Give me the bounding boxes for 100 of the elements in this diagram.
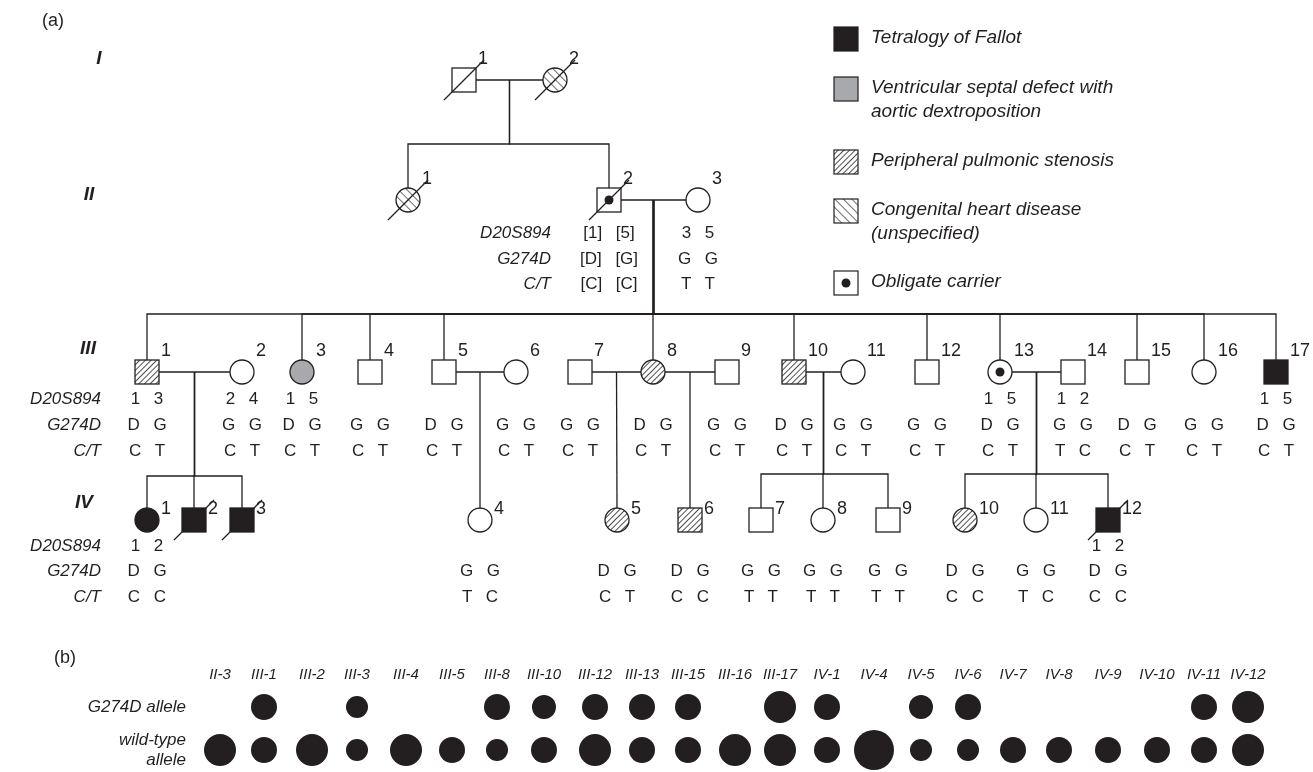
marker-label: G274D	[47, 415, 101, 435]
individual-number: 2	[623, 168, 633, 188]
individual-number: 5	[458, 340, 468, 360]
marker-label: D20S894	[30, 536, 101, 556]
sample-label: III-17	[762, 665, 798, 683]
individual-number: 6	[704, 498, 714, 518]
genotype-text: T T	[681, 274, 715, 294]
genotype-text: G G	[349, 415, 391, 435]
genotype-text: C T	[981, 441, 1019, 461]
genotype-text: C T	[634, 441, 672, 461]
genotype-text: G G	[906, 415, 948, 435]
legend-text: Tetralogy of Fallot	[871, 25, 1023, 49]
sample-label: III-1	[251, 665, 277, 683]
sample-label: III-8	[484, 665, 510, 683]
individual-number: 2	[256, 340, 266, 360]
marker-label: C/T	[73, 587, 101, 607]
genotype-text: D G	[1088, 561, 1128, 581]
sample-label: IV-1	[813, 665, 841, 683]
individual-number: 14	[1087, 340, 1108, 360]
individual-number: 7	[594, 340, 604, 360]
individual-number: 1	[161, 340, 171, 360]
sample-label: IV-12	[1230, 665, 1266, 683]
genotype-text: G G	[1052, 415, 1094, 435]
sample-label: IV-10	[1139, 665, 1175, 683]
genotype-text: C T	[425, 441, 463, 461]
genotype-text: D G	[1256, 415, 1296, 435]
genotype-text: T C	[1054, 441, 1092, 461]
pedigree-line	[508, 79, 610, 189]
legend-text: Peripheral pulmonic stenosis	[871, 148, 1115, 172]
individual-number: 3	[712, 168, 722, 188]
genotype-text: C C	[945, 587, 985, 607]
genotype-text: D G	[1117, 415, 1157, 435]
sample-label: III-3	[344, 665, 370, 683]
genotype-text: D G	[597, 561, 637, 581]
marker-label: G274D	[47, 561, 101, 581]
genotype-text: D G	[980, 415, 1020, 435]
genotype-text: T C	[461, 587, 499, 607]
genotype-text: G G	[495, 415, 537, 435]
sample-label: III-5	[439, 665, 465, 683]
genotype-text: C T	[908, 441, 946, 461]
individual-number: 2	[569, 48, 579, 68]
pedigree-line	[822, 371, 889, 509]
individual-number: 11	[1050, 498, 1069, 518]
individual-number: 6	[530, 340, 540, 360]
sample-label: IV-8	[1045, 665, 1073, 683]
genotype-text: C T	[283, 441, 321, 461]
genotype-text: [C] [C]	[580, 274, 638, 294]
genotype-text: G G	[1015, 561, 1057, 581]
individual-number: 4	[494, 498, 504, 518]
individual-number: 15	[1151, 340, 1172, 360]
genotype-text: D G	[127, 415, 167, 435]
legend-text: Ventricular septal defect with aortic dextroposition	[871, 75, 1115, 123]
sample-label: II-3	[209, 665, 231, 683]
pedigree-line	[1035, 371, 1109, 509]
individual-number: 9	[741, 340, 751, 360]
genotype-text: D G	[127, 561, 167, 581]
generation-label: II	[83, 183, 95, 205]
genotype-text: G G	[832, 415, 874, 435]
genotype-text: D G	[945, 561, 985, 581]
pedigree-line	[689, 371, 691, 509]
genotype-text: G G	[706, 415, 748, 435]
allele-label: wild-type allele	[117, 730, 186, 770]
marker-label: G274D	[497, 249, 551, 269]
individual-number: 8	[667, 340, 677, 360]
genotype-text: C T	[497, 441, 535, 461]
generation-label: IV	[75, 491, 93, 513]
marker-label: C/T	[523, 274, 551, 294]
genotype-text: G G	[1183, 415, 1225, 435]
legend-text: Obligate carrier	[871, 269, 1003, 293]
individual-number: 10	[979, 498, 1000, 518]
sample-label: IV-5	[907, 665, 935, 683]
genotype-text: [D] [G]	[579, 249, 639, 269]
individual-number: 16	[1218, 340, 1239, 360]
genotype-text: G G	[459, 561, 501, 581]
sample-label: IV-7	[999, 665, 1027, 683]
genotype-text: [1] [5]	[583, 223, 635, 243]
legend-text: Congenital heart disease (unspecified)	[871, 197, 1083, 245]
genotype-text: C T	[223, 441, 261, 461]
genotype-text: C C	[670, 587, 710, 607]
genotype-text: C T	[1185, 441, 1223, 461]
genotype-text: 1 5	[285, 389, 319, 409]
genotype-text: 2 4	[225, 389, 259, 409]
genotype-text: 1 5	[1259, 389, 1293, 409]
genotype-text: 1 2	[1091, 536, 1125, 556]
individual-number: 11	[867, 340, 886, 360]
genotype-text: T C	[1017, 587, 1055, 607]
genotype-text: T T	[871, 587, 905, 607]
sample-label: III-12	[577, 665, 613, 683]
genotype-text: C C	[1088, 587, 1128, 607]
genotype-text: C T	[834, 441, 872, 461]
genotype-text: C T	[598, 587, 636, 607]
genotype-text: C T	[351, 441, 389, 461]
genotype-text: D G	[633, 415, 673, 435]
genotype-text: T T	[744, 587, 778, 607]
genotype-text: 3 5	[681, 223, 715, 243]
allele-label: G274D allele	[87, 697, 186, 717]
genotype-text: G G	[221, 415, 263, 435]
individual-number: 8	[837, 498, 847, 518]
individual-number: 7	[775, 498, 785, 518]
sample-label: IV-9	[1094, 665, 1122, 683]
